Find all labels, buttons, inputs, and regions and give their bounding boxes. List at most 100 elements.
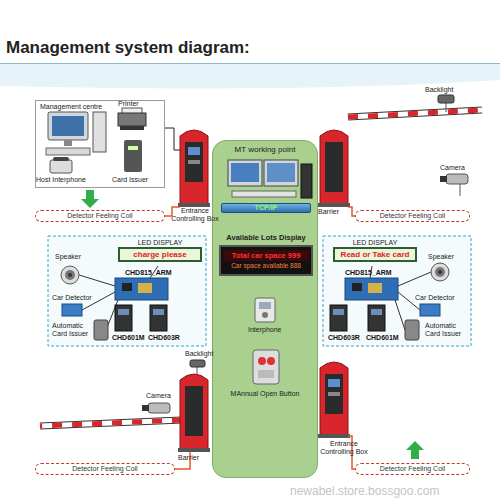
part-number: CHD601M (366, 334, 399, 342)
backlight-stand (197, 367, 198, 374)
part-number: CHD603R (328, 334, 360, 342)
pillar-body (320, 362, 348, 436)
direction-arrow (81, 190, 99, 208)
car-detector-symbol (420, 304, 440, 316)
diagram-title: Management system diagram: (6, 38, 250, 58)
part-number: CHD601M (112, 334, 145, 342)
camera-lens (440, 176, 447, 182)
led-display-sign: LED DISPLAY Read or Take card (333, 238, 417, 262)
pc-tower (93, 112, 106, 152)
card-issuer-icon (124, 140, 142, 172)
coil-label: Detector Feeling Coil (36, 211, 164, 221)
working-point-band: MT working pointTCP/IP Available Lots Dis… (212, 140, 318, 478)
board-chip (138, 283, 152, 293)
device-label: Camera (440, 164, 465, 172)
reader-module (330, 305, 347, 331)
device-label: Interphone (248, 326, 281, 334)
coil-label: Detector Feeling Coil (356, 464, 469, 474)
pillar-screen (328, 379, 340, 387)
interphone-base (50, 160, 72, 173)
barrier-bottom (40, 360, 210, 452)
part-number: CHD815_ARM (345, 269, 392, 277)
barrier-arm-stripes (40, 420, 182, 426)
pillar-slot (188, 160, 200, 164)
wire (398, 272, 431, 286)
device-label: Barrier (318, 208, 339, 216)
backlight-lamp (190, 360, 205, 367)
backlight-stand (446, 103, 447, 112)
device-label: MAnnual Open Button (215, 390, 315, 398)
card-issuer-symbol (405, 320, 419, 340)
coil-lead (348, 207, 355, 216)
device-label: Entrance Controlling Box (316, 440, 372, 456)
barrier-arm-stripes (348, 110, 482, 117)
led-board: charge please (118, 247, 202, 262)
lots-display-panel: Available Lots DisplayTotal car space 99… (219, 233, 313, 276)
computer-icon (46, 112, 106, 155)
speaker-center (68, 273, 72, 277)
pillar-base (178, 448, 210, 452)
barrier-arm-outline (40, 420, 182, 426)
device-label: Backlight (185, 350, 213, 358)
speaker-center (438, 270, 442, 274)
card-issuer-slot (128, 146, 138, 150)
pillar-panel (325, 142, 343, 192)
device-label: Card Issuer (112, 176, 148, 184)
reader-window (118, 309, 129, 315)
sign-message: Read or Take card (335, 249, 415, 260)
monitor-screen (52, 116, 84, 136)
card-issuer-symbol (94, 320, 108, 340)
wire (106, 300, 118, 330)
controller-board (345, 278, 398, 300)
band-heading: MT working point (213, 145, 317, 155)
watermark: newabel.store.bossgoo.com (290, 484, 439, 498)
device-label: Entrance Controlling Box (168, 207, 222, 223)
device-label: Printer (118, 100, 139, 108)
device-label: Car Detector (415, 294, 455, 302)
printer-paper (122, 108, 142, 114)
backlight-lamp (438, 95, 454, 103)
reader-window (153, 309, 164, 315)
panel-heading: Available Lots Display (219, 233, 313, 243)
header-rule (0, 63, 500, 64)
pillar-panel (185, 142, 203, 182)
display-line: Total car space 999 (223, 250, 309, 261)
device-label: Speaker (428, 253, 454, 261)
detector-coil-box: Detector Feeling Coil (355, 463, 470, 475)
coil-lead (165, 207, 180, 216)
controller-board (115, 278, 168, 300)
sign-heading: LED DISPLAY (333, 238, 417, 247)
entrance-controlling-box-top (178, 130, 210, 207)
interphone-handset (53, 157, 69, 161)
led-board: Read or Take card (333, 247, 417, 262)
keyboard (46, 148, 90, 155)
reader-module (115, 305, 132, 331)
reader-window (371, 309, 382, 315)
board-chip (368, 283, 382, 293)
device-label: Host Interphone (36, 176, 86, 184)
part-number: CHD815_ARM (125, 269, 172, 277)
wire (79, 275, 115, 286)
monitor-stand (64, 140, 72, 146)
coil-label: Detector Feeling Coil (356, 211, 469, 221)
box-heading: Management centre (40, 102, 160, 111)
header-band-fill (0, 64, 500, 88)
pillar-slot (328, 392, 340, 396)
pillar-base (318, 434, 350, 438)
speaker-symbol (431, 263, 449, 281)
printer-icon (118, 108, 146, 130)
network-bus-bar: TCP/IP (221, 203, 311, 213)
pillar-body (180, 130, 208, 205)
barrier-arm (348, 110, 482, 117)
sign-message: charge please (120, 249, 200, 260)
camera-pole (460, 184, 461, 196)
entrance-controlling-box-bottom (318, 362, 350, 438)
speaker-cone (435, 267, 445, 277)
device-label: Camera (146, 392, 171, 400)
management-centre-box: Management centre (35, 100, 165, 188)
card-issuer-body (124, 140, 142, 172)
device-label: Barrier (178, 454, 199, 462)
detector-coil-box: Detector Feeling Coil (35, 463, 175, 475)
detector-coil-box: Detector Feeling Coil (355, 210, 470, 222)
barrier-top (318, 95, 482, 207)
